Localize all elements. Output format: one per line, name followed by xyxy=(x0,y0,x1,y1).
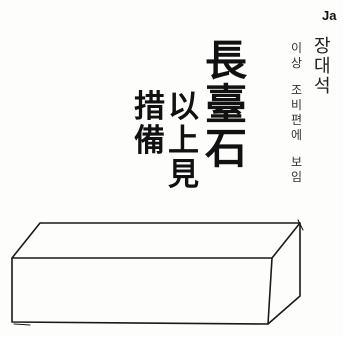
note-char: 見 xyxy=(168,157,199,193)
korean-note-char: 보 xyxy=(291,155,303,169)
korean-note-char: 에 xyxy=(291,128,303,142)
note-column-b: 措 備 xyxy=(134,92,165,160)
korean-note-char: 상 xyxy=(291,56,303,70)
slab-top-face xyxy=(11,222,301,259)
slab-front-face xyxy=(11,257,273,325)
slab-side-face xyxy=(267,222,301,325)
korean-name-char: 장 xyxy=(314,36,331,57)
note-column-a: 以 上 見 xyxy=(168,92,199,194)
title-char: 長 xyxy=(205,36,248,85)
note-char: 備 xyxy=(134,123,165,159)
korean-name-char: 석 xyxy=(314,76,331,97)
korean-note-char: 편 xyxy=(291,113,303,127)
korean-name-vertical: 장 대 석 xyxy=(314,38,331,98)
title-char: 石 xyxy=(205,124,248,173)
note-char: 措 xyxy=(134,89,165,125)
title-vertical-text: 長 臺 石 xyxy=(205,40,247,172)
note-char: 上 xyxy=(168,123,199,159)
korean-note-char: 조 xyxy=(291,83,303,97)
title-char: 臺 xyxy=(205,80,248,129)
corner-label: Ja xyxy=(322,8,337,23)
korean-name-char: 대 xyxy=(314,56,331,77)
note-char: 以 xyxy=(168,89,199,125)
korean-note-char: 비 xyxy=(291,98,303,112)
korean-note-char: 이 xyxy=(291,41,303,55)
korean-note-vertical: 이 상 조 비 편 에 보 임 xyxy=(291,42,302,186)
stone-slab-sketch xyxy=(11,219,304,326)
korean-note-char: 임 xyxy=(291,170,303,184)
